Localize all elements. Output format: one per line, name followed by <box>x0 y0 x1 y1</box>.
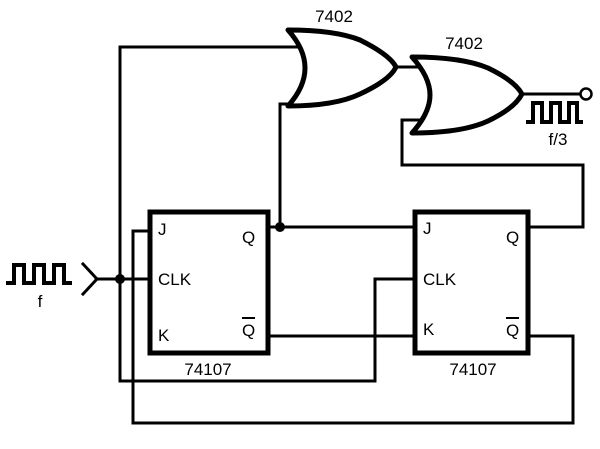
junction-q1 <box>275 222 285 232</box>
output-square-wave-icon <box>526 101 583 124</box>
output-signal: f/3 <box>526 101 583 149</box>
output-label: f/3 <box>549 130 568 149</box>
ff1-pin-clk: CLK <box>158 270 192 289</box>
ff2-pin-q: Q <box>506 228 519 247</box>
wire-q1-to-gate1 <box>278 102 309 229</box>
flipflop-2-body <box>412 209 531 356</box>
or-gate-shape-icon <box>409 54 525 136</box>
ff1-pin-qbar: Q <box>242 321 255 340</box>
ff1-pin-q: Q <box>242 228 255 247</box>
input-signal: f <box>6 263 72 311</box>
input-square-wave-icon <box>6 263 72 285</box>
gate-1-part-label: 7402 <box>315 7 353 26</box>
input-arrow-icon <box>80 261 100 297</box>
flipflop-1-body <box>147 209 271 356</box>
or-gate-shape-icon <box>285 27 399 109</box>
wire-input-vertical-bus <box>118 45 417 383</box>
flipflop-2-part-label: 74107 <box>449 360 496 379</box>
wires <box>94 45 585 425</box>
gate-2-part-label: 7402 <box>445 34 483 53</box>
ff1-pin-j: J <box>158 220 167 239</box>
wire-qbar2-loop <box>131 229 575 425</box>
junction-input <box>115 274 125 284</box>
ff2-pin-clk: CLK <box>423 270 457 289</box>
flipflop-2: J CLK K Q Q 74107 <box>412 209 531 379</box>
ff1-pin-k: K <box>158 326 170 345</box>
ff2-pin-qbar: Q <box>506 321 519 340</box>
wire-q2-to-gate2 <box>400 118 585 229</box>
nor-gate-1: 7402 <box>285 7 399 109</box>
nor-gate-2: 7402 <box>409 34 525 136</box>
input-label: f <box>38 292 43 311</box>
output-terminal <box>579 87 593 101</box>
ff2-pin-j: J <box>423 219 432 238</box>
flipflop-1-part-label: 74107 <box>184 360 231 379</box>
ff2-pin-k: K <box>423 320 435 339</box>
flipflop-1: J CLK K Q Q 74107 <box>147 209 271 379</box>
